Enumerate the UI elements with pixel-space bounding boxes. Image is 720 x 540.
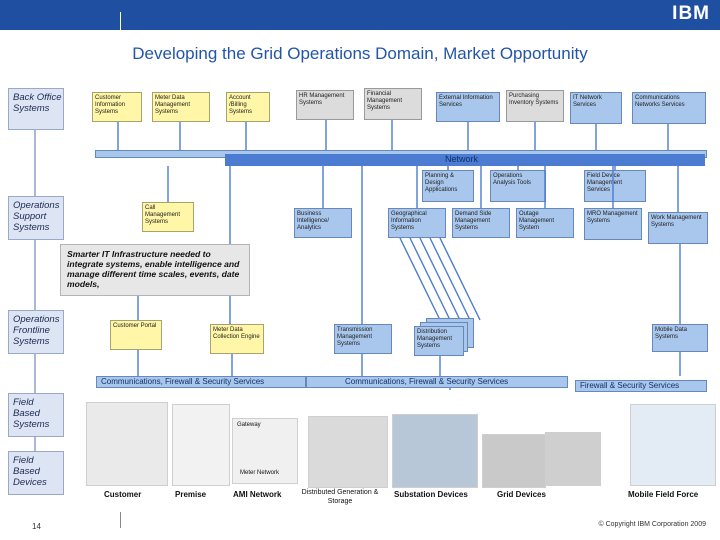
- layer-ops-frontline: Operations Frontline Systems: [8, 310, 64, 354]
- box-purchasing: Purchasing Inventory Systems: [506, 90, 564, 122]
- comm-bar-left: Communications, Firewall & Security Serv…: [96, 376, 306, 388]
- header-divider: [120, 12, 121, 30]
- footer-divider: [120, 512, 121, 528]
- customer-devices-image: [86, 402, 168, 486]
- box-mro-mgmt: MRO Management Systems: [584, 208, 642, 240]
- box-transmission-mgmt: Transmission Management Systems: [334, 324, 392, 354]
- substation-image: [392, 414, 478, 488]
- box-business-intelligence: Business Intelligence/ Analytics: [294, 208, 352, 238]
- box-meter-data-collection: Meter Data Collection Engine: [210, 324, 264, 354]
- distributed-generation-image: [308, 416, 388, 488]
- box-gis: Geographical Information Systems: [388, 208, 446, 238]
- copyright: © Copyright IBM Corporation 2009: [598, 521, 707, 528]
- network-label: Network: [445, 154, 479, 164]
- layer-field-based: Field Based Systems: [8, 393, 64, 437]
- box-planning-design: Planning & Design Applications: [422, 170, 474, 202]
- box-call-mgmt: Call Management Systems: [142, 202, 194, 232]
- callout-smarter-it: Smarter IT Infrastructure needed to inte…: [60, 244, 250, 296]
- ibm-logo: IBM: [672, 3, 710, 24]
- box-distribution-mgmt: Distribution Management Systems: [414, 326, 464, 356]
- label-mobile-field-force: Mobile Field Force: [628, 490, 699, 499]
- box-demand-side-mgmt: Demand Side Management Systems: [452, 208, 510, 238]
- comm-bar-mid: Communications, Firewall & Security Serv…: [306, 376, 568, 388]
- box-meter-data-mgmt: Meter Data Management Systems: [152, 92, 210, 122]
- box-customer-info: Customer Information Systems: [92, 92, 142, 122]
- box-mobile-data: Mobile Data Systems: [652, 324, 708, 352]
- label-ami-network: AMI Network: [233, 490, 282, 499]
- box-customer-portal: Customer Portal: [110, 320, 162, 350]
- box-field-device-mgmt: Field Device Management Services: [584, 170, 646, 202]
- label-premise: Premise: [175, 490, 207, 499]
- label-substation: Substation Devices: [394, 490, 468, 499]
- box-work-mgmt: Work Management Systems: [648, 212, 708, 244]
- layer-field-devices: Field Based Devices: [8, 451, 64, 495]
- label-grid-devices: Grid Devices: [497, 490, 546, 499]
- layer-ops-support: Operations Support Systems: [8, 196, 64, 240]
- box-ops-analysis: Operations Analysis Tools: [490, 170, 546, 202]
- grid-devices-image: [482, 434, 546, 488]
- box-financial-mgmt: Financial Management Systems: [364, 88, 422, 120]
- box-hr-mgmt: HR Management Systems: [296, 90, 354, 120]
- network-bus: [225, 154, 705, 166]
- ami-network-image: [232, 418, 298, 484]
- layer-back-office: Back Office Systems: [8, 88, 64, 130]
- label-customer: Customer: [104, 490, 142, 499]
- box-outage-mgmt: Outage Management System: [516, 208, 574, 238]
- grid-devices-image-2: [545, 432, 601, 486]
- label-distributed-generation: Distributed Generation & Storage: [301, 489, 379, 505]
- box-external-info: External Information Services: [436, 92, 500, 122]
- box-it-network: IT Network Services: [570, 92, 622, 124]
- page-number: 14: [32, 522, 41, 531]
- meter-network-label: Meter Network: [240, 470, 280, 476]
- box-account-billing: Account /Billing Systems: [226, 92, 270, 122]
- gateway-label: Gateway: [237, 422, 261, 428]
- mobile-field-force-image: [630, 404, 716, 486]
- page-title: Developing the Grid Operations Domain, M…: [132, 44, 588, 63]
- box-comm-networks: Communications Networks Services: [632, 92, 706, 124]
- premise-device-image: [172, 404, 230, 486]
- comm-bar-right: Firewall & Security Services: [575, 380, 707, 392]
